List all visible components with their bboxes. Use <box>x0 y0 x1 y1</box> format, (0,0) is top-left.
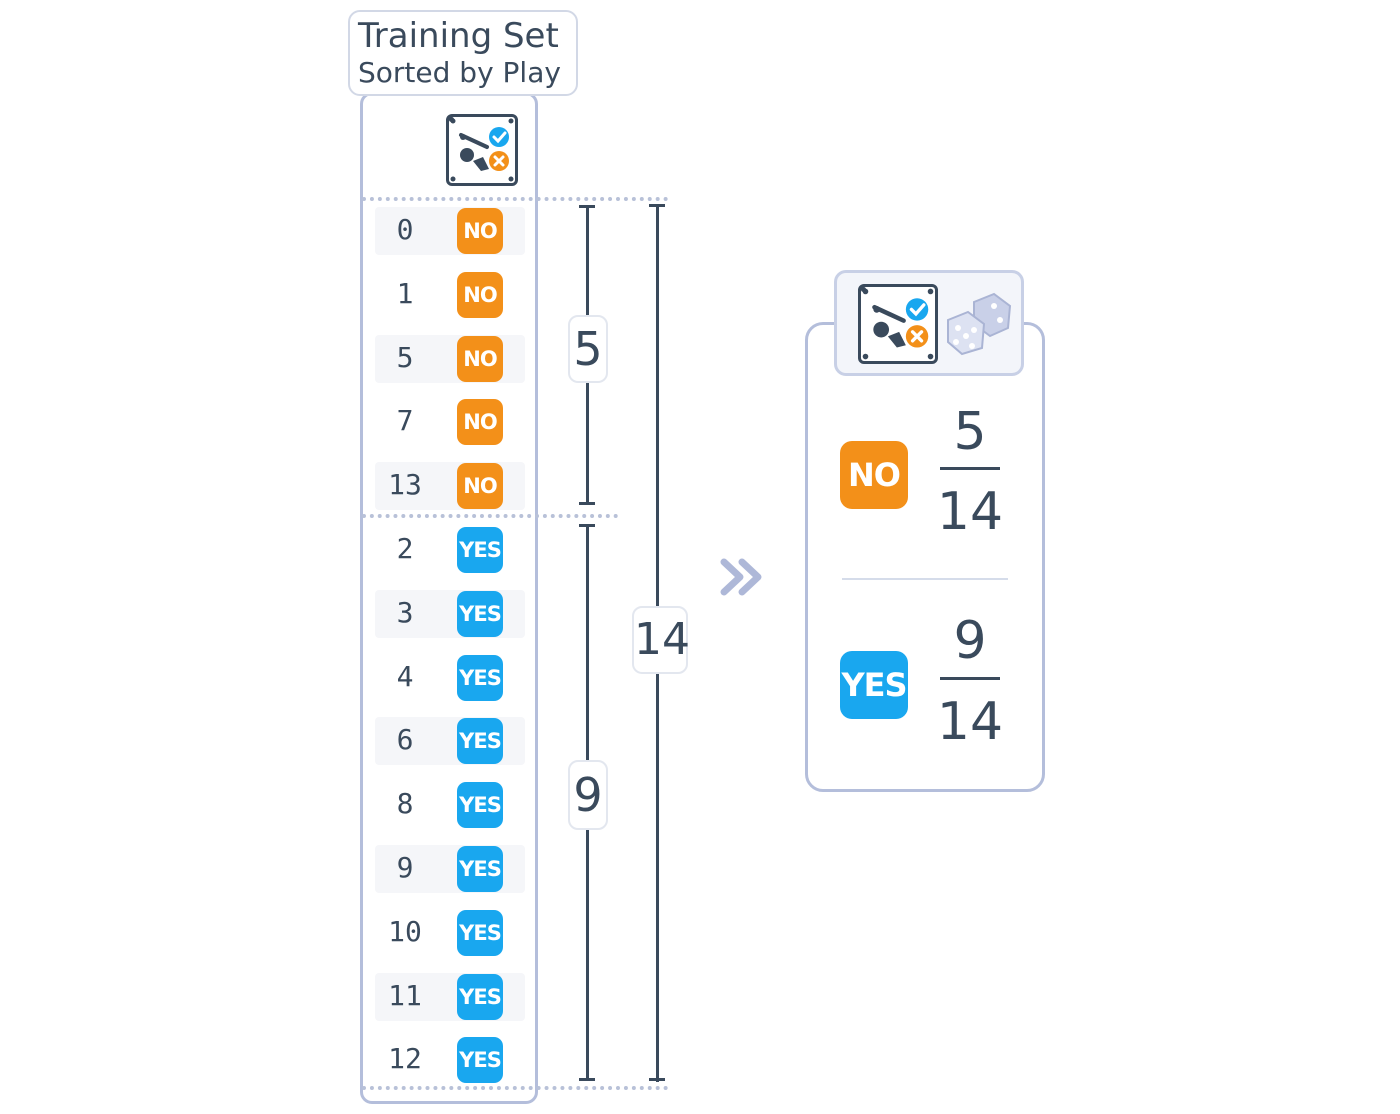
row-index: 0 <box>396 213 414 246</box>
row-index: 5 <box>396 340 414 374</box>
row-index: 9 <box>396 851 414 884</box>
no-bracket-bottom <box>579 502 595 505</box>
golf-play-target-icon <box>446 114 518 186</box>
yes-badge: YES <box>457 590 503 637</box>
no-numerator: 5 <box>953 402 987 462</box>
split-dotted-line <box>362 514 618 518</box>
no-denominator: 14 <box>936 482 1004 542</box>
yes-numerator: 9 <box>953 611 987 671</box>
top-dotted-line <box>362 197 668 201</box>
yes-badge: YES <box>457 654 503 701</box>
row-index: 3 <box>396 595 414 629</box>
yes-fraction-bar <box>940 677 1000 680</box>
dice-icon <box>947 292 1012 356</box>
no-badge: NO <box>457 271 503 318</box>
yes-badge: YES <box>457 909 503 956</box>
training-set-title: Training Set Sorted by Play <box>348 10 578 96</box>
panel-divider <box>842 578 1008 580</box>
double-chevron-right-icon <box>720 558 762 596</box>
yes-probability-badge: YES <box>840 651 908 719</box>
yes-badge: YES <box>457 1037 503 1084</box>
row-index: 8 <box>396 787 414 821</box>
row-index: 1 <box>396 276 414 310</box>
no-badge: NO <box>457 335 503 382</box>
row-index: 11 <box>388 978 422 1012</box>
yes-badge: YES <box>457 782 503 829</box>
total-count-label: 14 <box>632 606 690 674</box>
no-badge: NO <box>457 463 503 510</box>
no-badge: NO <box>457 399 503 446</box>
golf-play-target-icon <box>858 284 938 364</box>
no-badge: NO <box>457 208 503 254</box>
total-bracket-bottom <box>649 1078 665 1081</box>
row-index: 7 <box>396 404 414 438</box>
no-count-label: 5 <box>568 315 608 383</box>
row-index: 12 <box>388 1042 422 1076</box>
no-fraction-bar <box>940 467 1000 470</box>
row-index: 13 <box>388 468 422 502</box>
row-index: 4 <box>396 659 414 693</box>
title-line1: Training Set <box>358 16 559 56</box>
yes-denominator: 14 <box>936 692 1004 752</box>
yes-badge: YES <box>457 846 503 892</box>
row-index: 10 <box>388 914 422 948</box>
yes-bracket-bottom <box>579 1078 595 1081</box>
yes-badge: YES <box>457 973 503 1020</box>
yes-count-label: 9 <box>568 760 608 830</box>
row-index: 2 <box>396 532 414 565</box>
row-index: 6 <box>396 723 414 757</box>
no-probability-badge: NO <box>840 441 908 509</box>
bottom-dotted-line <box>362 1086 668 1090</box>
title-line2: Sorted by Play <box>358 56 561 89</box>
yes-badge: YES <box>457 718 503 765</box>
yes-badge: YES <box>457 527 503 573</box>
